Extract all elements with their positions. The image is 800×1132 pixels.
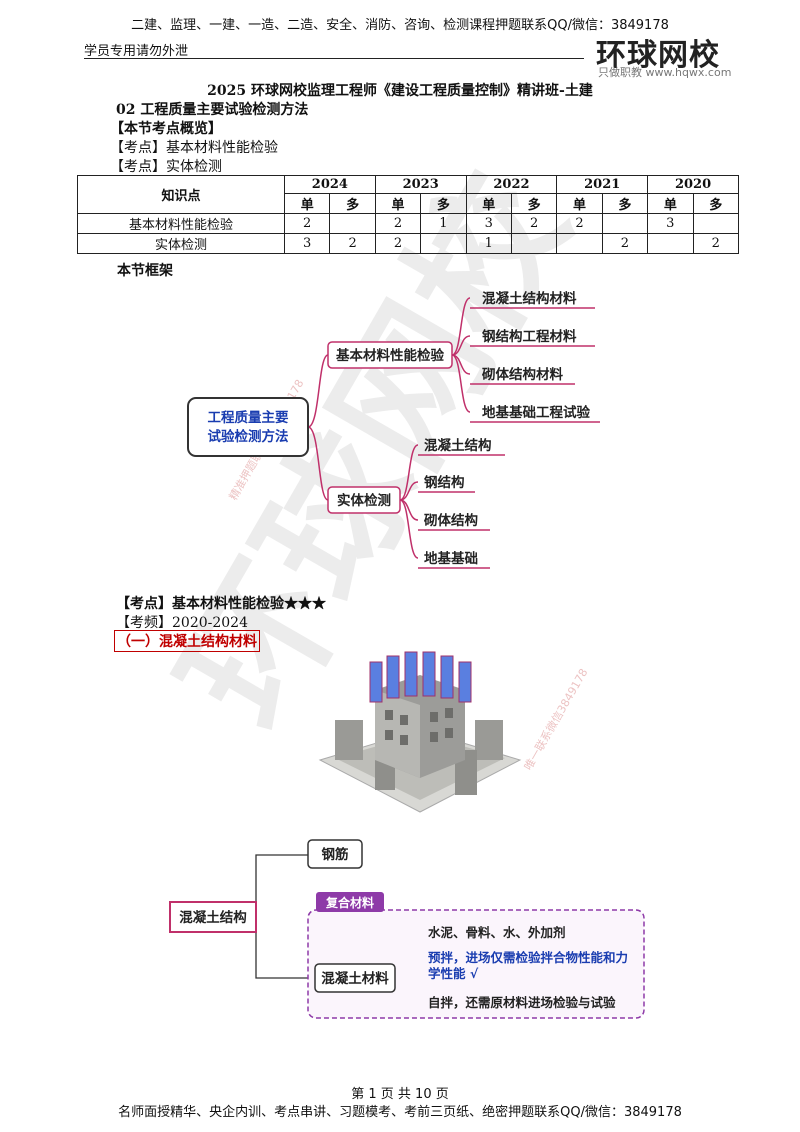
- mindmap-leaf: 钢结构: [424, 474, 465, 491]
- kaodian-item-1: 【考点】基本材料性能检验: [110, 140, 278, 156]
- table-cell: 2: [601, 233, 649, 254]
- table-year-header: 2024: [284, 175, 376, 194]
- table-sub-header: 多: [692, 193, 740, 214]
- header-divider: [84, 58, 584, 59]
- mindmap-root-line2: 试验检测方法: [208, 428, 289, 445]
- concrete-structure-illustration: [318, 651, 522, 813]
- table-cell: [556, 233, 603, 254]
- brand-logo: 环球网校: [596, 38, 720, 73]
- table-year-header: 2021: [556, 175, 649, 194]
- table-row-name: 基本材料性能检验: [77, 213, 285, 234]
- table-cell: 2: [556, 213, 603, 234]
- table-sub-header: 多: [601, 193, 649, 214]
- mindmap2-node-label: 混凝土材料: [321, 970, 389, 987]
- composite-materials-tag: [316, 892, 384, 912]
- brand-logo-subtitle: 只做职教 www.hqwx.com: [598, 66, 732, 79]
- mindmap2-leaf: 学性能 √: [428, 966, 479, 981]
- mindmap2-node: [314, 963, 396, 993]
- mindmap-branch-node: [327, 486, 401, 514]
- watermark-small-2: 唯一联系微信3849178: [521, 666, 591, 773]
- subsection-heading: （一）混凝土结构材料: [114, 630, 260, 652]
- table-sub-header: 多: [420, 193, 467, 214]
- mindmap-branch-label: 基本材料性能检验: [336, 347, 444, 364]
- mindmap-connectors: [307, 297, 600, 569]
- table-cell: 2: [283, 213, 331, 234]
- table-cell: 1: [420, 213, 467, 234]
- mindmap-leaf: 混凝土结构: [424, 437, 492, 454]
- mindmap-leaf: 地基基础: [424, 550, 478, 567]
- mindmap-root-line1: 工程质量主要: [208, 409, 289, 426]
- table-sub-header: 单: [647, 193, 694, 214]
- table-cell: 3: [283, 233, 331, 254]
- table-cell: [329, 213, 376, 234]
- table-cell: [601, 213, 649, 234]
- mindmap-leaf: 砌体结构材料: [481, 366, 563, 383]
- section-framework-mindmap: 工程质量主要 试验检测方法 基本材料性能检验 实体检测 混凝土结构材料 钢结构工…: [187, 290, 600, 569]
- table-cell: 3: [465, 213, 512, 234]
- table-cell: [420, 233, 467, 254]
- table-row: 实体检测 3 2 2 1 2 2: [77, 233, 740, 254]
- framework-heading: 本节框架: [117, 263, 173, 279]
- page-number: 第 1 页 共 10 页: [351, 1087, 449, 1102]
- concrete-materials-mindmap: 混凝土结构 钢筋 复合材料 混凝土材料 水泥、骨料、水、外加剂 预拌，进场仅需检…: [169, 839, 645, 1019]
- table-cell: 2: [510, 213, 558, 234]
- mindmap2-root-node: [169, 901, 257, 933]
- mindmap-leaf: 混凝土结构材料: [482, 290, 577, 307]
- composite-materials-label: 复合材料: [325, 895, 374, 910]
- table-cell: [647, 233, 694, 254]
- table-cell: 2: [374, 213, 422, 234]
- confidential-notice: 学员专用请勿外泄: [84, 44, 189, 59]
- mindmap2-node: [307, 839, 363, 869]
- mindmap2-leaf: 预拌，进场仅需检验拌合物性能和力: [428, 950, 628, 965]
- mindmap-root-node: [187, 397, 309, 457]
- table-cell: 3: [647, 213, 694, 234]
- mindmap-branch-label: 实体检测: [337, 492, 391, 509]
- table-sub-header: 单: [374, 193, 422, 214]
- table-cell: 2: [692, 233, 740, 254]
- mindmap2-leaf: 自拌，还需原材料进场检验与试验: [428, 995, 616, 1010]
- mindmap-leaf: 地基基础工程试验: [482, 404, 590, 421]
- table-sub-header: 单: [556, 193, 603, 214]
- footer-text: 名师面授精华、央企内训、考点串讲、习题模考、考前三页纸、绝密押题联系QQ/微信：…: [118, 1105, 682, 1120]
- table-cell: [692, 213, 740, 234]
- kaopin-line: 【考频】2020-2024: [116, 615, 248, 631]
- exam-frequency-table: 知识点 2024 2023 2022 2021 2020 单 多 单 多 单 多…: [77, 175, 740, 254]
- document-title: 2025 环球网校监理工程师《建设工程质量控制》精讲班-土建: [207, 83, 593, 99]
- table-sub-header: 单: [283, 193, 331, 214]
- table-year-header: 2022: [465, 175, 558, 194]
- table-cell: [510, 233, 558, 254]
- table-sub-header: 单: [465, 193, 512, 214]
- top-banner-text: 二建、监理、一建、一造、二造、安全、消防、咨询、检测课程押题联系QQ/微信：38…: [131, 18, 669, 33]
- mindmap-branch-node: [327, 341, 453, 369]
- table-year-header: 2020: [647, 175, 739, 194]
- kaodian-item-2: 【考点】实体检测: [110, 159, 222, 175]
- mindmap-leaf: 钢结构工程材料: [482, 328, 577, 345]
- table-year-header: 2023: [374, 175, 467, 194]
- mindmap2-root-label: 混凝土结构: [179, 909, 247, 926]
- table-cell: 2: [329, 233, 376, 254]
- mindmap-leaf: 砌体结构: [423, 512, 478, 529]
- mindmap2-node-label: 钢筋: [322, 846, 349, 863]
- table-sub-header: 多: [329, 193, 376, 214]
- table-sub-header: 多: [510, 193, 558, 214]
- table-header-knowledge: 知识点: [77, 175, 285, 214]
- mindmap2-leaf: 水泥、骨料、水、外加剂: [428, 925, 566, 940]
- table-cell: 1: [465, 233, 512, 254]
- table-cell: 2: [374, 233, 422, 254]
- table-row: 基本材料性能检验 2 2 1 3 2 2 3: [77, 213, 740, 234]
- section-heading: 02 工程质量主要试验检测方法: [116, 102, 309, 118]
- table-row-name: 实体检测: [77, 233, 285, 254]
- kaodian-heading: 【考点】基本材料性能检验★★★: [116, 596, 326, 612]
- overview-heading: 【本节考点概览】: [110, 121, 222, 137]
